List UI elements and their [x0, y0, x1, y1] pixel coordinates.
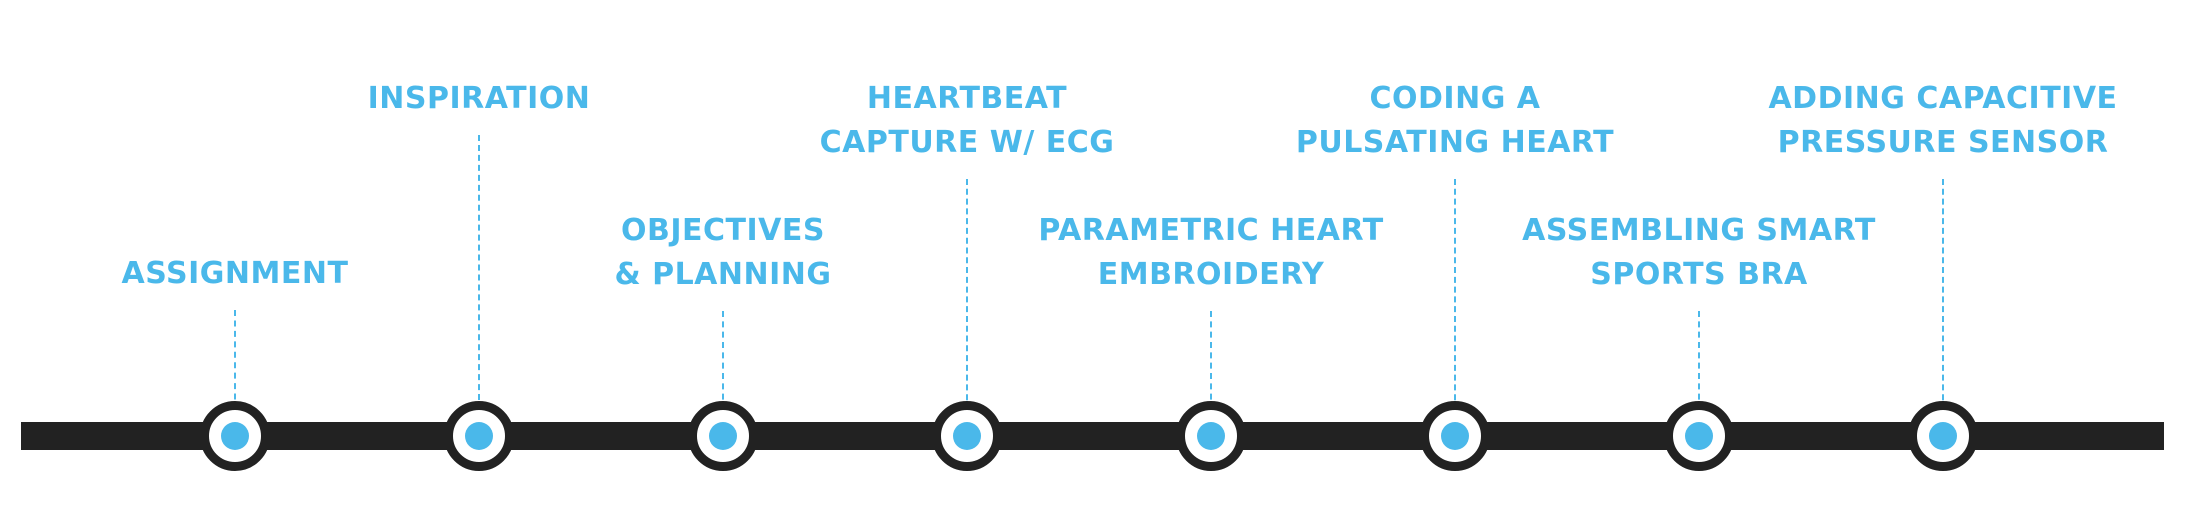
milestone-label-line: CAPTURE W/ ECG	[819, 125, 1115, 160]
milestone-label: OBJECTIVES & PLANNING	[483, 209, 963, 297]
milestone-label-line: ASSIGNMENT	[121, 256, 349, 291]
milestone-node-icon	[1908, 401, 1978, 471]
milestone-node-icon	[1664, 401, 1734, 471]
milestone-label-line: PRESSURE SENSOR	[1777, 125, 2109, 160]
milestone-node-icon	[932, 401, 1002, 471]
milestone-label: ADDING CAPACITIVE PRESSURE SENSOR	[1703, 77, 2183, 165]
milestone-label: ASSIGNMENT	[0, 252, 475, 296]
milestone-label: HEARTBEAT CAPTURE W/ ECG	[727, 77, 1207, 165]
milestone-label-line: ADDING CAPACITIVE	[1768, 81, 2118, 116]
milestone-connector	[234, 310, 236, 410]
milestone-label-line: ASSEMBLING SMART	[1522, 213, 1876, 248]
milestone-dot-icon	[1441, 422, 1469, 450]
milestone-node-icon	[200, 401, 270, 471]
timeline-track	[21, 422, 2164, 450]
milestone-label: ASSEMBLING SMART SPORTS BRA	[1459, 209, 1939, 297]
milestone-dot-icon	[465, 422, 493, 450]
milestone-dot-icon	[221, 422, 249, 450]
milestone-dot-icon	[709, 422, 737, 450]
milestone-connector	[1942, 179, 1944, 410]
milestone-label-line: SPORTS BRA	[1590, 257, 1808, 292]
milestone-dot-icon	[953, 422, 981, 450]
milestone-dot-icon	[1929, 422, 1957, 450]
milestone-label-line: INSPIRATION	[367, 81, 591, 116]
milestone-label-line: OBJECTIVES	[621, 213, 825, 248]
milestone-node-icon	[444, 401, 514, 471]
milestone-connector	[966, 179, 968, 410]
milestone-dot-icon	[1685, 422, 1713, 450]
milestone-connector	[1698, 311, 1700, 410]
milestone-connector	[478, 135, 480, 410]
milestone-label: PARAMETRIC HEART EMBROIDERY	[971, 209, 1451, 297]
milestone-connector	[722, 311, 724, 410]
milestone-label-line: & PLANNING	[614, 257, 832, 292]
milestone-node-icon	[1420, 401, 1490, 471]
milestone-label-line: PARAMETRIC HEART	[1038, 213, 1384, 248]
milestone-label-line: EMBROIDERY	[1097, 257, 1325, 292]
milestone-connector	[1210, 311, 1212, 410]
milestone-label: CODING A PULSATING HEART	[1215, 77, 1695, 165]
milestone-dot-icon	[1197, 422, 1225, 450]
milestone-connector	[1454, 179, 1456, 410]
milestone-node-icon	[1176, 401, 1246, 471]
milestone-label-line: PULSATING HEART	[1295, 125, 1615, 160]
milestone-label-line: CODING A	[1369, 81, 1541, 116]
milestone-node-icon	[688, 401, 758, 471]
milestone-label: INSPIRATION	[239, 77, 719, 121]
milestone-label-line: HEARTBEAT	[866, 81, 1068, 116]
